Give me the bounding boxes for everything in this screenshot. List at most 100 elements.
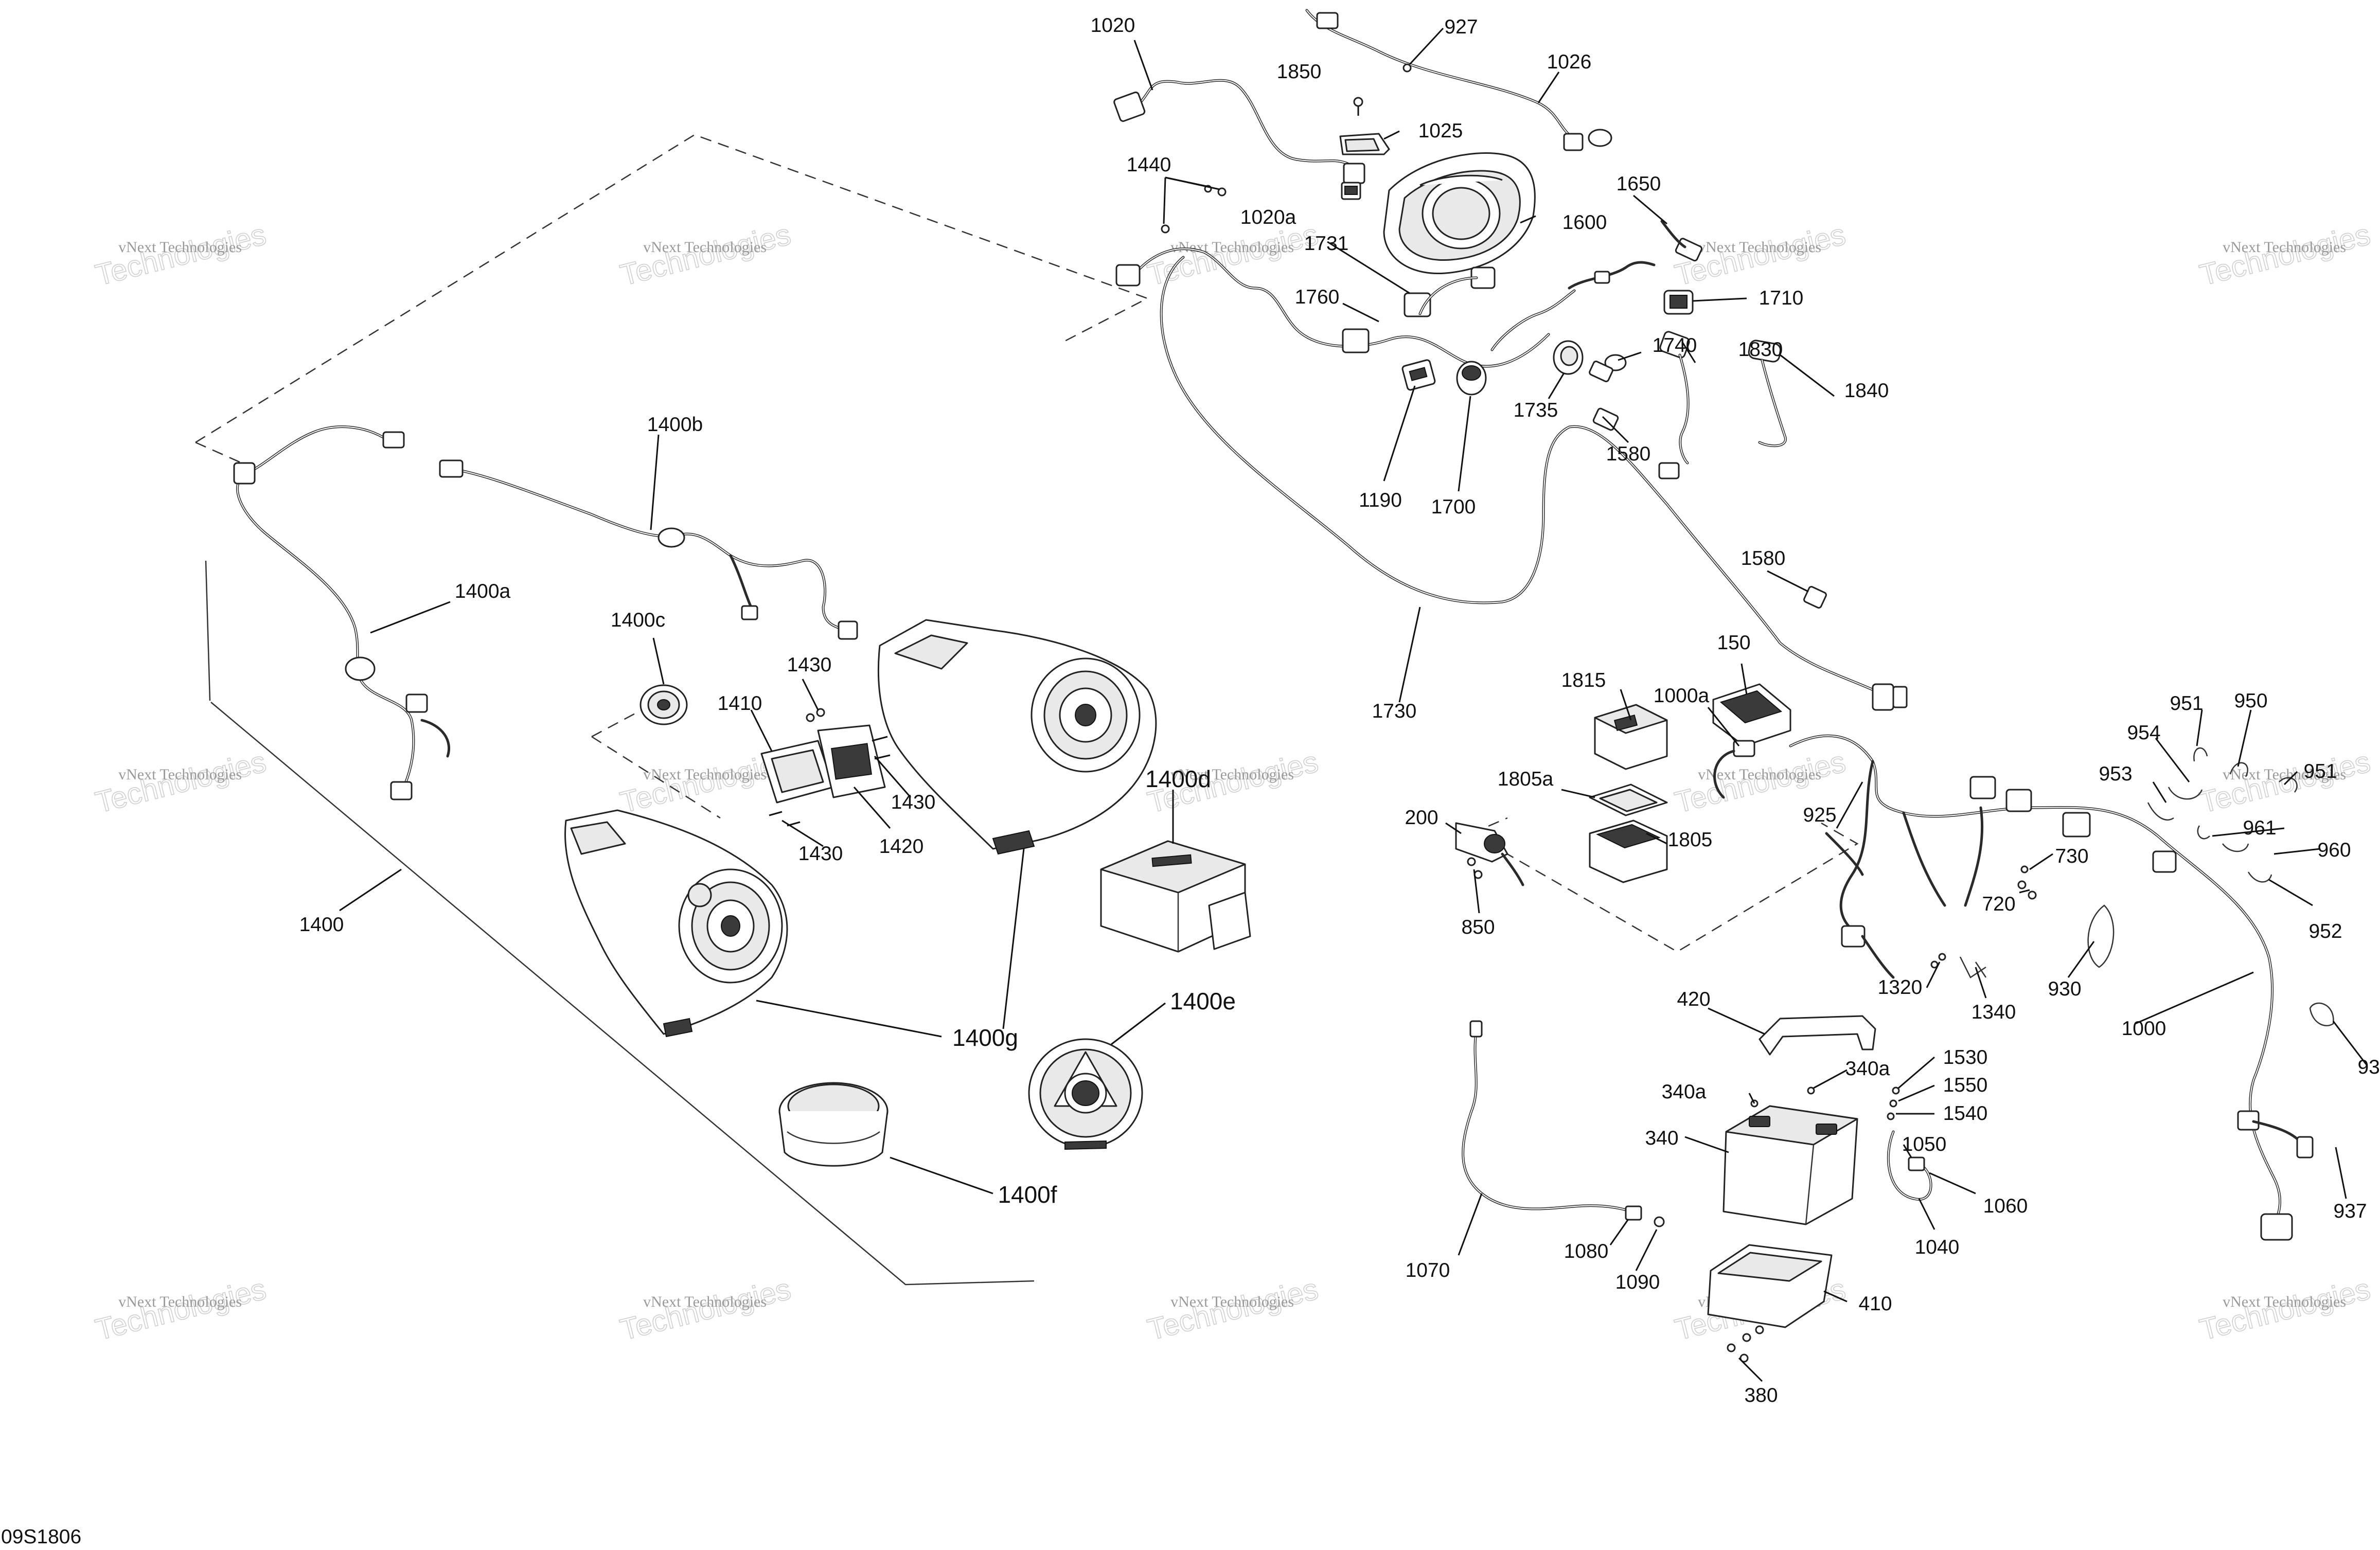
callout-1430-bottom: 1430 <box>798 843 843 865</box>
watermark-text: vNext Technologies <box>118 766 242 783</box>
bracket-420 <box>1759 1015 1876 1056</box>
callout-1400f: 1400f <box>998 1181 1057 1208</box>
callout-1850: 1850 <box>1277 61 1322 83</box>
connector-1650 <box>1660 220 1703 262</box>
connectors-1760-1731 <box>1342 266 1496 353</box>
cable-1040-1050 <box>1887 1130 1932 1201</box>
connector-1020a <box>1341 182 1361 200</box>
connectors-1580 <box>1589 361 1827 609</box>
callout-1400: 1400 <box>299 914 344 936</box>
callout-1650: 1650 <box>1617 173 1661 195</box>
callout-1050: 1050 <box>1902 1133 1947 1155</box>
harness-1020 <box>1113 79 1365 184</box>
relay-1815 <box>1594 704 1668 770</box>
callout-1026: 1026 <box>1547 51 1592 73</box>
figure-code: 09S1806 <box>1 1526 81 1547</box>
switch-1700 <box>1456 361 1487 396</box>
callout-720: 720 <box>1982 893 2015 915</box>
callout-937: 937 <box>2333 1200 2367 1222</box>
screw-1850 <box>1353 97 1363 116</box>
callout-1731: 1731 <box>1304 233 1349 255</box>
callout-950: 950 <box>2234 690 2267 712</box>
gasket-1805a <box>1589 783 1668 816</box>
callout-951-right: 951 <box>2303 760 2337 782</box>
regulator-150 <box>1712 683 1791 747</box>
watermark-text: vNext Technologies <box>1698 766 1821 783</box>
watermark-text: vNext Technologies <box>1698 239 1821 256</box>
dashed-frame-left-top <box>195 134 1149 443</box>
amplifier-1400d <box>1100 840 1251 953</box>
cable-1070 <box>1462 1020 1665 1227</box>
wire-near-1710 <box>1490 261 1656 351</box>
callout-1020: 1020 <box>1091 14 1135 37</box>
callout-951-top: 951 <box>2170 692 2203 715</box>
callout-1550: 1550 <box>1943 1074 1988 1096</box>
callout-1090: 1090 <box>1615 1271 1660 1293</box>
callout-1700: 1700 <box>1431 496 1476 518</box>
instrument-cluster-1600 <box>1383 152 1536 274</box>
callout-1740: 1740 <box>1653 334 1697 357</box>
socket-1735 <box>1553 340 1584 375</box>
screw-927 <box>1402 63 1412 73</box>
dashed-frame-speaker-bracket-2 <box>591 736 721 819</box>
relay-box-1805 <box>1589 819 1668 883</box>
harness-1400a <box>233 425 451 800</box>
watermark-text: vNext Technologies <box>2223 1293 2346 1310</box>
clamp-1025 <box>1339 133 1390 155</box>
dashed-frame-right <box>1471 822 1859 953</box>
frame-line-left <box>205 560 211 701</box>
callout-1400e: 1400e <box>1170 988 1236 1014</box>
callout-150: 150 <box>1717 632 1750 654</box>
callout-340a-right: 340a <box>1845 1058 1890 1080</box>
bracket-1410-1420 <box>760 724 886 804</box>
callout-1430-top: 1430 <box>787 654 832 676</box>
switch-200 <box>1455 822 1524 886</box>
watermark-text: vNext Technologies <box>2223 766 2346 783</box>
callout-1430-right: 1430 <box>891 791 936 813</box>
callout-labels: 927 1020 1026 1850 1025 1440 1020a 1600 … <box>299 14 2380 1406</box>
callout-1400b: 1400b <box>647 414 703 436</box>
battery-340 <box>1722 1105 1858 1225</box>
callout-340: 340 <box>1645 1127 1678 1149</box>
harness-1400b <box>439 459 858 640</box>
callout-1320: 1320 <box>1878 976 1923 999</box>
callout-954: 954 <box>2127 722 2160 744</box>
callout-961: 961 <box>2243 817 2276 839</box>
clips-950-961 <box>2087 747 2334 1026</box>
connector-1710 <box>1663 290 1694 315</box>
callout-200: 200 <box>1405 807 1438 829</box>
callout-930: 930 <box>2048 978 2081 1000</box>
callout-850: 850 <box>1461 916 1495 938</box>
harness-1026 <box>1305 9 1612 151</box>
speaker-1400e <box>1028 1038 1143 1150</box>
watermark-text: vNext Technologies <box>643 239 767 256</box>
callout-927: 927 <box>1444 16 1478 38</box>
dashed-frame-left-top-side <box>195 441 242 464</box>
callout-1735: 1735 <box>1514 399 1558 421</box>
watermark-text: vNext Technologies <box>1170 239 1294 256</box>
callout-1540: 1540 <box>1943 1102 1988 1125</box>
callout-952: 952 <box>2308 920 2342 942</box>
callout-1840: 1840 <box>1844 380 1889 402</box>
callout-1000: 1000 <box>2122 1018 2166 1040</box>
screws-850 <box>1467 857 1483 879</box>
callout-1400c: 1400c <box>611 609 665 631</box>
callout-1730: 1730 <box>1372 700 1417 722</box>
callout-1400a: 1400a <box>455 580 511 602</box>
callout-935: 935 <box>2357 1056 2380 1078</box>
callout-420: 420 <box>1677 988 1710 1010</box>
harness-1730 <box>1115 247 1908 711</box>
callout-1070: 1070 <box>1406 1259 1450 1281</box>
hardware-1530-1550-1540 <box>1887 1086 1900 1120</box>
